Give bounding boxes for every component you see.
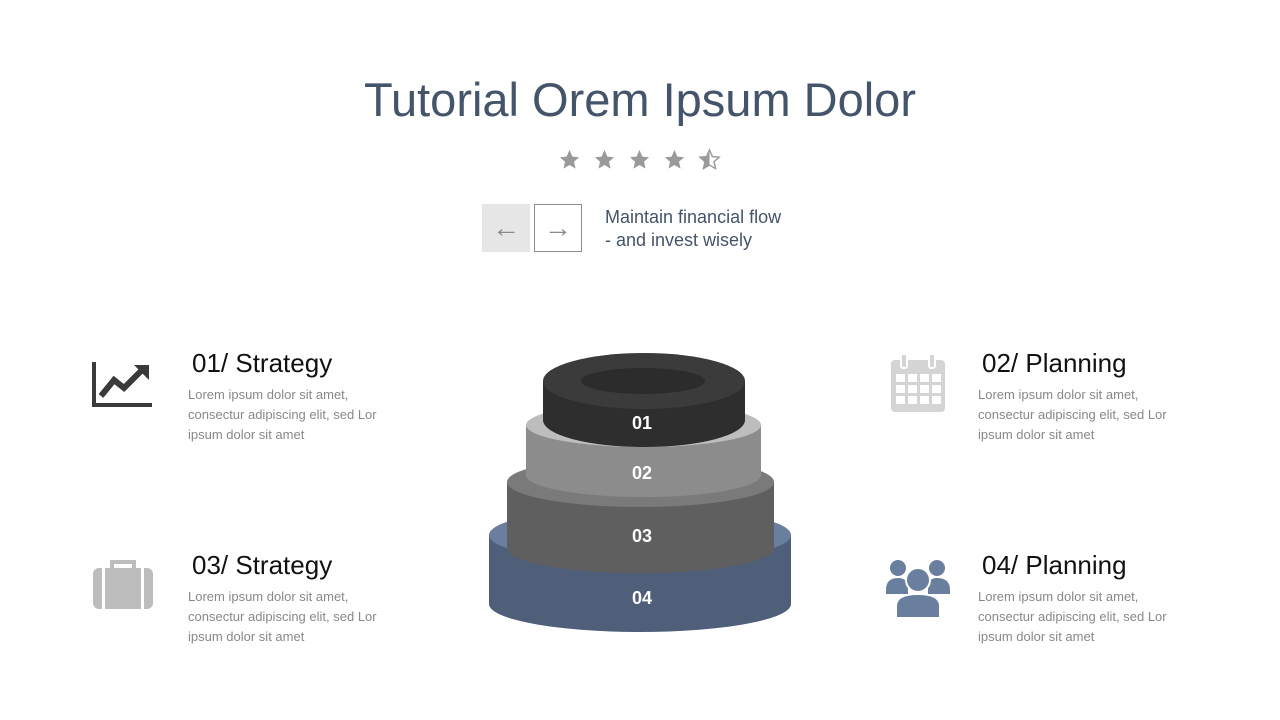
next-button[interactable]: →	[534, 204, 582, 252]
page-title: Tutorial Orem Ipsum Dolor	[364, 73, 916, 126]
tagline-line2: - and invest wisely	[605, 230, 753, 250]
chart-trend-icon	[92, 362, 152, 407]
star-icon	[629, 149, 650, 169]
prev-button[interactable]: ←	[482, 204, 530, 252]
arrow-left-icon: ←	[492, 212, 520, 243]
tagline: Maintain financial flow - and invest wis…	[605, 206, 781, 252]
star-rating	[558, 148, 721, 171]
star-icon	[594, 149, 615, 169]
briefcase-icon	[93, 560, 153, 609]
tier-01	[543, 353, 745, 447]
tier-label-01: 01	[632, 413, 652, 433]
item-text-3: Lorem ipsum dolor sit amet, consectur ad…	[188, 589, 377, 644]
star-icon	[559, 149, 580, 169]
item-heading-2: 02/ Planning	[982, 348, 1127, 378]
item-heading-3: 03/ Strategy	[192, 550, 333, 580]
tier-label-02: 02	[632, 463, 652, 483]
calendar-icon	[891, 353, 945, 412]
item-heading-4: 04/ Planning	[982, 550, 1127, 580]
tier-label-04: 04	[632, 588, 652, 608]
tier-label-03: 03	[632, 526, 652, 546]
item-text-2: Lorem ipsum dolor sit amet, consectur ad…	[978, 387, 1167, 442]
item-text-4: Lorem ipsum dolor sit amet, consectur ad…	[978, 589, 1167, 644]
item-heading-1: 01/ Strategy	[192, 348, 333, 378]
item-text-1: Lorem ipsum dolor sit amet, consectur ad…	[188, 387, 377, 442]
half-star-icon	[698, 148, 721, 171]
team-icon	[886, 560, 950, 619]
tagline-line1: Maintain financial flow	[605, 207, 782, 227]
arrow-right-icon: →	[544, 212, 572, 243]
star-icon	[664, 149, 685, 169]
